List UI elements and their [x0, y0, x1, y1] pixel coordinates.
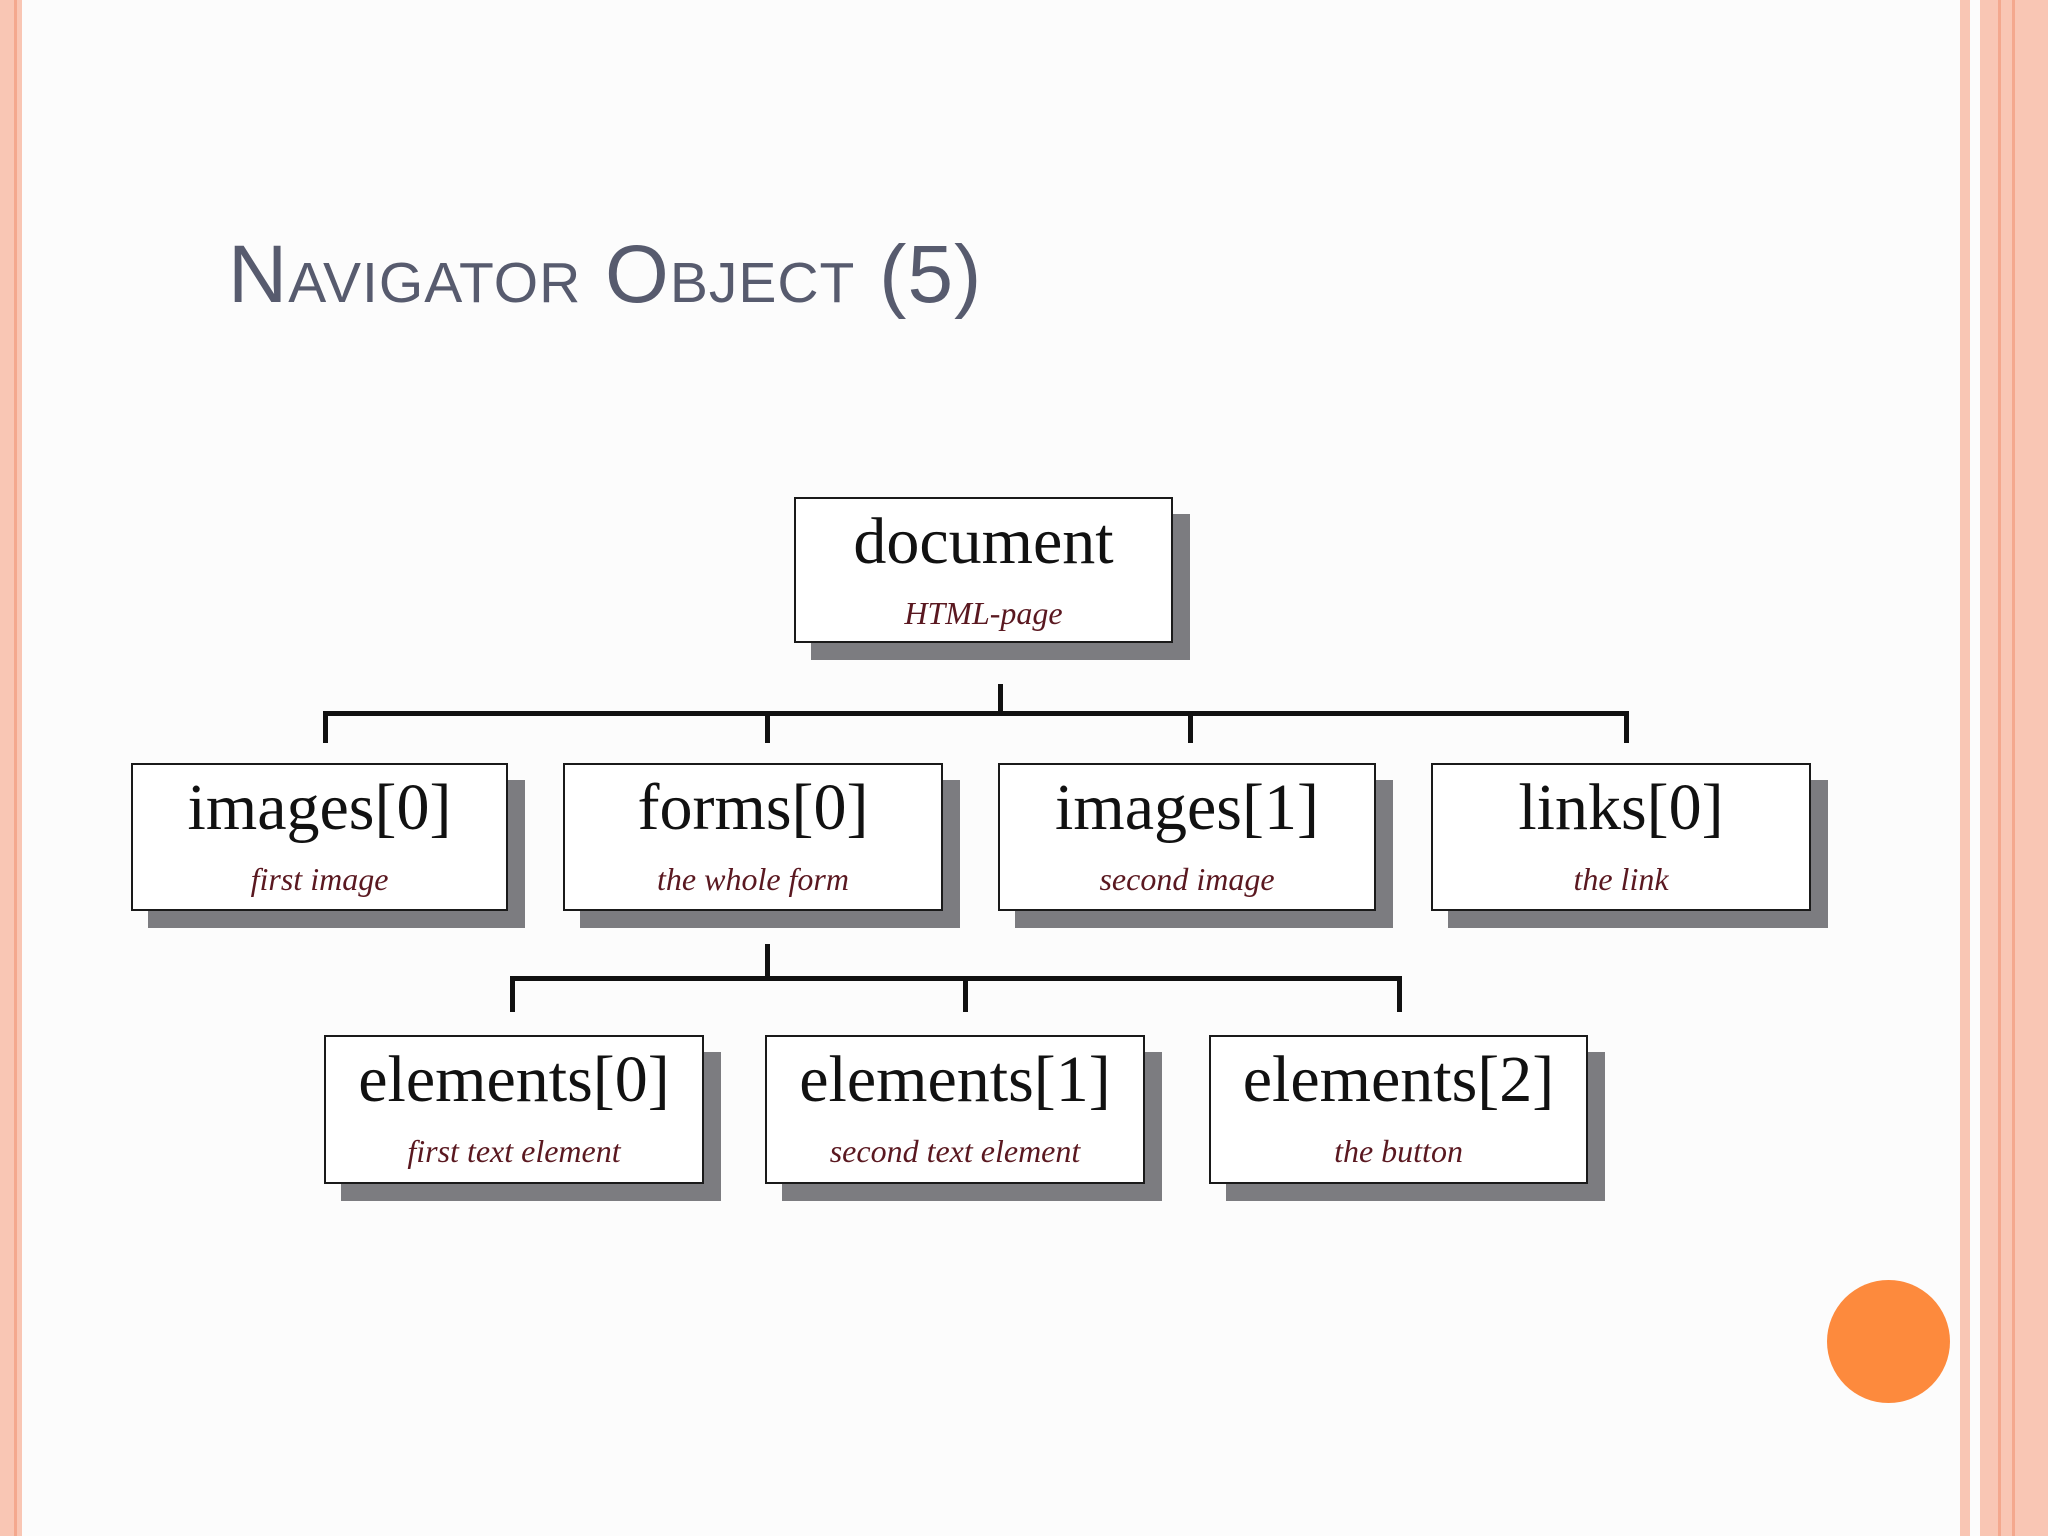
node-box: elements[1] second text element — [765, 1035, 1145, 1184]
node-label: images[0] — [187, 771, 452, 844]
connector-forms-stem — [765, 944, 770, 978]
node-sublabel: the whole form — [657, 861, 849, 897]
node-box: elements[2] the button — [1209, 1035, 1588, 1184]
connector-drop-elements2 — [1397, 976, 1402, 1012]
node-sublabel: second image — [1099, 861, 1275, 897]
slide-title: Navigator Object (5) — [228, 229, 983, 320]
node-sublabel: first text element — [407, 1133, 621, 1169]
node-box: document HTML-page — [794, 497, 1173, 643]
connector-drop-links0 — [1624, 711, 1629, 743]
node-sublabel: the link — [1573, 861, 1669, 897]
orange-circle-decoration — [1827, 1280, 1950, 1403]
node-label: elements[2] — [1242, 1043, 1555, 1116]
connector-drop-images1 — [1188, 711, 1193, 743]
node-label: document — [853, 505, 1114, 578]
node-box: elements[0] first text element — [324, 1035, 704, 1184]
connector-root-stem — [998, 684, 1003, 716]
node-sublabel: HTML-page — [904, 595, 1063, 631]
node-box: images[0] first image — [131, 763, 508, 911]
node-links-0: links[0] the link — [1431, 763, 1828, 928]
node-label: elements[0] — [358, 1043, 670, 1116]
node-label: images[1] — [1055, 771, 1319, 844]
node-label: elements[1] — [799, 1043, 1111, 1116]
connector-level1-bar — [323, 711, 1629, 716]
node-label: links[0] — [1518, 771, 1724, 844]
node-images-1: images[1] second image — [998, 763, 1393, 928]
node-elements-1: elements[1] second text element — [765, 1035, 1162, 1201]
node-sublabel: second text element — [829, 1133, 1081, 1169]
node-elements-0: elements[0] first text element — [324, 1035, 721, 1201]
node-box: images[1] second image — [998, 763, 1376, 911]
connector-drop-elements1 — [963, 976, 968, 1012]
node-images-0: images[0] first image — [131, 763, 525, 928]
node-forms-0: forms[0] the whole form — [563, 763, 960, 928]
node-sublabel: the button — [1334, 1133, 1463, 1169]
left-border-stripe — [0, 0, 22, 1536]
connector-drop-images0 — [323, 711, 328, 743]
connector-level2-bar — [510, 976, 1402, 981]
right-border-line-1 — [1998, 0, 2001, 1536]
node-document: document HTML-page — [794, 497, 1190, 660]
node-sublabel: first image — [250, 861, 389, 897]
node-label: forms[0] — [637, 771, 869, 844]
connector-drop-elements0 — [510, 976, 515, 1012]
node-box: links[0] the link — [1431, 763, 1811, 911]
connector-drop-forms0 — [765, 711, 770, 743]
left-border-line — [14, 0, 17, 1536]
node-box: forms[0] the whole form — [563, 763, 943, 911]
right-border-stripe-1 — [1960, 0, 1970, 1536]
node-elements-2: elements[2] the button — [1209, 1035, 1605, 1201]
right-border-line-2 — [2012, 0, 2015, 1536]
